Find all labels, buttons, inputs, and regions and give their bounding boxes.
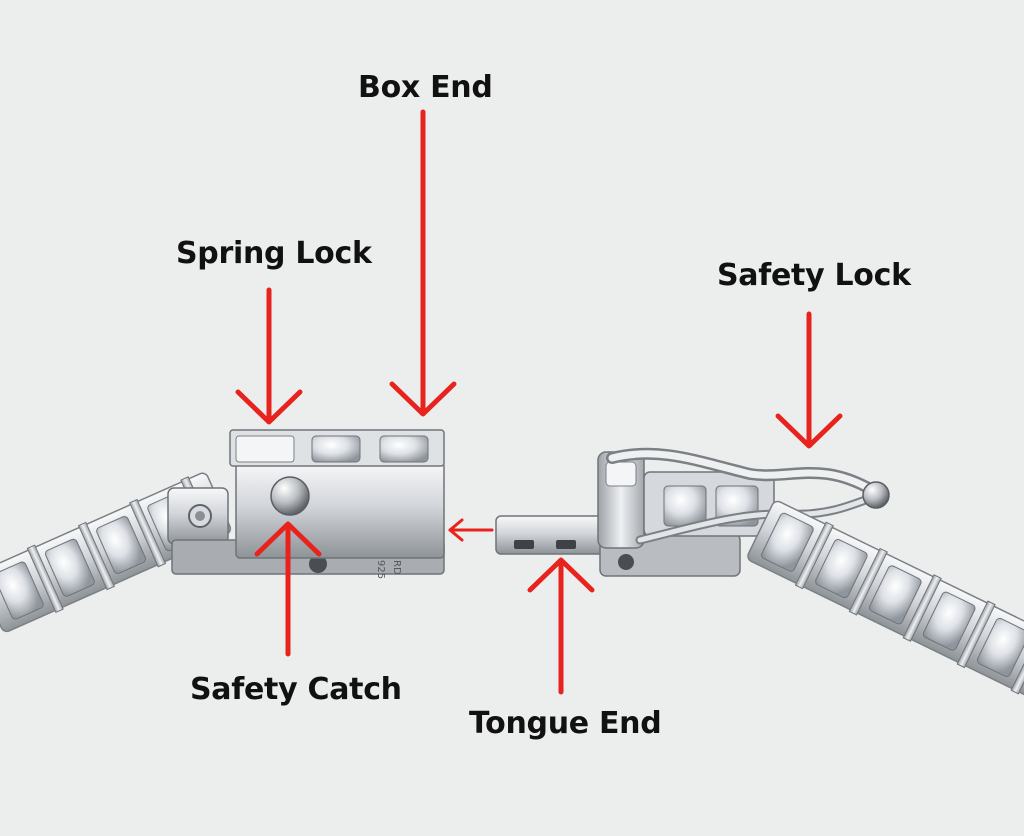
safety-catch-label: Safety Catch [190,672,402,707]
box-end-label: Box End [358,70,493,105]
svg-text:RD: RD [391,560,402,575]
safety-lock-label: Safety Lock [717,258,911,293]
insert-direction-arrow [448,518,494,542]
box-end-arrow [389,109,457,417]
tongue-end-arrow [527,557,595,695]
tongue-end-label: Tongue End [469,706,662,741]
safety-lock-arrow [775,311,843,449]
left-chain [0,472,232,633]
svg-text:925: 925 [375,560,386,579]
right-chain [747,500,1024,698]
safety-catch-arrow [254,521,322,657]
spring-lock-arrow [235,287,303,425]
spring-lock-label: Spring Lock [176,236,372,271]
